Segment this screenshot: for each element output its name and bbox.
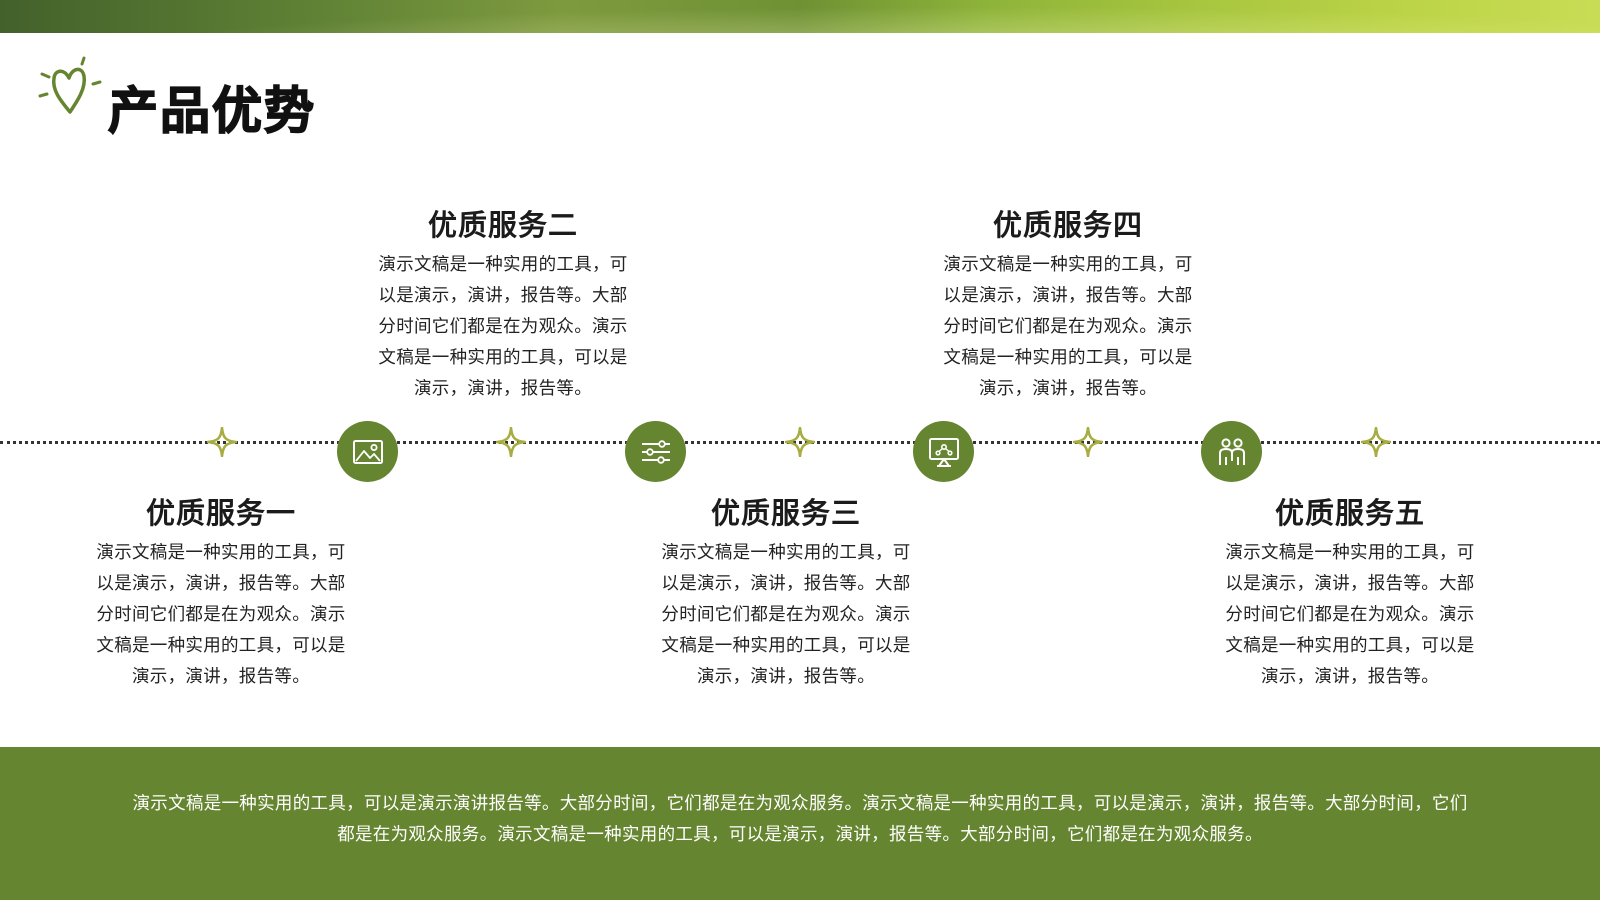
page-title: 产品优势: [107, 81, 316, 141]
star-marker-icon: [1361, 427, 1391, 457]
service-title: 优质服务三: [710, 496, 861, 530]
service-card-3: 优质服务三 演示文稿是一种实用的工具，可以是演示，演讲，报告等。大部分时间它们都…: [654, 494, 918, 693]
service-card-5: 优质服务五 演示文稿是一种实用的工具，可以是演示，演讲，报告等。大部分时间它们都…: [1218, 494, 1482, 693]
service-description: 演示文稿是一种实用的工具，可以是演示，演讲，报告等。大部分时间它们都是在为观众。…: [1225, 543, 1475, 687]
footer-text: 演示文稿是一种实用的工具，可以是演示演讲报告等。大部分时间，它们都是在为观众服务…: [132, 794, 1468, 845]
star-marker-icon: [496, 427, 526, 457]
heart-doodle-icon: [38, 56, 102, 114]
service-card-2: 优质服务二 演示文稿是一种实用的工具，可以是演示，演讲，报告等。大部分时间它们都…: [371, 206, 635, 405]
presentation-icon-circle: [913, 421, 974, 482]
presentation-icon: [928, 437, 959, 467]
sliders-icon-circle: [625, 421, 686, 482]
people-icon-circle: [1201, 421, 1262, 482]
people-icon: [1218, 437, 1245, 465]
service-title: 优质服务四: [992, 208, 1143, 242]
service-card-1: 优质服务一 演示文稿是一种实用的工具，可以是演示，演讲，报告等。大部分时间它们都…: [89, 494, 353, 693]
top-grass-banner: [0, 0, 1600, 33]
service-description: 演示文稿是一种实用的工具，可以是演示，演讲，报告等。大部分时间它们都是在为观众。…: [378, 255, 628, 399]
service-description: 演示文稿是一种实用的工具，可以是演示，演讲，报告等。大部分时间它们都是在为观众。…: [96, 543, 346, 687]
footer-band: 演示文稿是一种实用的工具，可以是演示演讲报告等。大部分时间，它们都是在为观众服务…: [0, 747, 1600, 900]
service-card-4: 优质服务四 演示文稿是一种实用的工具，可以是演示，演讲，报告等。大部分时间它们都…: [936, 206, 1200, 405]
image-icon-circle: [337, 421, 398, 482]
service-title: 优质服务二: [427, 208, 578, 242]
image-icon: [352, 439, 383, 464]
service-title: 优质服务一: [145, 496, 296, 530]
service-title: 优质服务五: [1274, 496, 1425, 530]
star-marker-icon: [785, 427, 815, 457]
timeline-dotted-line: [0, 441, 1600, 444]
service-description: 演示文稿是一种实用的工具，可以是演示，演讲，报告等。大部分时间它们都是在为观众。…: [661, 543, 911, 687]
service-description: 演示文稿是一种实用的工具，可以是演示，演讲，报告等。大部分时间它们都是在为观众。…: [943, 255, 1193, 399]
sliders-icon: [641, 439, 670, 464]
star-marker-icon: [1073, 427, 1103, 457]
star-marker-icon: [207, 427, 237, 457]
